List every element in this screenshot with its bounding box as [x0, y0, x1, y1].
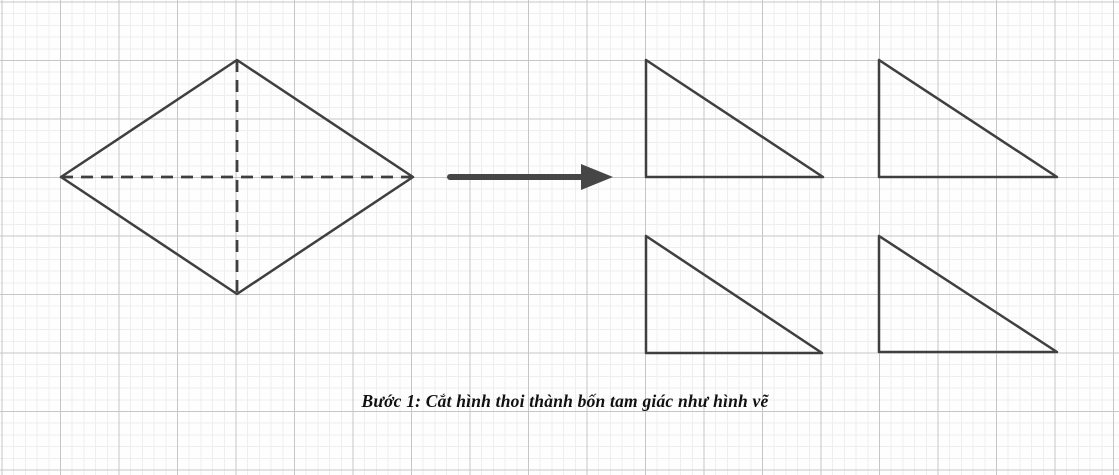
triangle-shape-4 — [877, 234, 1059, 354]
triangle-shape-1 — [644, 58, 825, 179]
rhombus-shape — [59, 58, 415, 296]
step-caption: Bước 1: Cắt hình thoi thành bốn tam giác… — [361, 391, 769, 411]
triangle-shape-3 — [644, 234, 824, 355]
arrow-head-icon — [581, 164, 613, 190]
triangle-shape-2 — [877, 58, 1059, 179]
caption-container: Bước 1: Cắt hình thoi thành bốn tam giác… — [0, 391, 1119, 412]
